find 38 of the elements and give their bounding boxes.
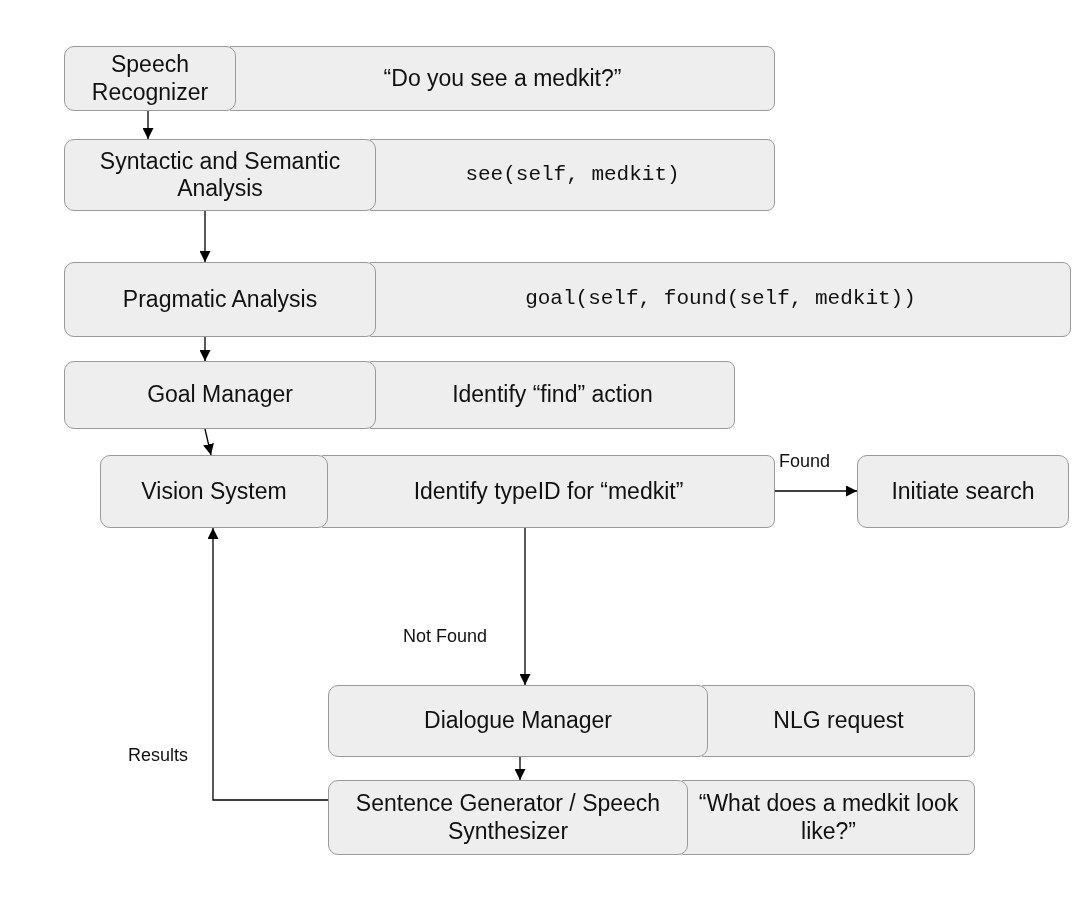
arrow: [199, 210, 211, 263]
arrow: [519, 527, 531, 686]
box-text: “Do you see a medkit?”: [383, 64, 622, 93]
box-text: NLG request: [773, 707, 904, 735]
output-box: [370, 361, 735, 429]
output-box: [370, 262, 1071, 337]
output-box: [682, 780, 975, 855]
module-box: [64, 361, 376, 429]
box-text: “What does a medkit look like?”: [697, 790, 960, 845]
module-box: [64, 139, 376, 211]
box-text: Pragmatic Analysis: [122, 285, 318, 314]
arrow: [514, 756, 526, 781]
output-box: [322, 455, 775, 528]
output-box: [702, 685, 975, 757]
box-text: Identify “find” action: [452, 381, 653, 409]
box-text: Goal Manager: [147, 381, 293, 409]
module-box: [64, 262, 376, 337]
module-box: [100, 455, 328, 528]
box-text: Syntactic and Semantic Analysis: [98, 147, 342, 203]
box-text: Initiate search: [891, 477, 1035, 506]
arrow: [142, 110, 154, 140]
output-box: [230, 46, 775, 111]
module-box: [857, 455, 1069, 528]
arrow: [203, 428, 214, 456]
code-text: goal(self, found(self, medkit)): [525, 287, 916, 312]
box-text: Sentence Generator / Speech Synthesizer: [354, 790, 662, 845]
box-text: Identify typeID for “medkit”: [413, 477, 684, 506]
box-text: Dialogue Manager: [424, 707, 612, 735]
code-text: see(self, medkit): [465, 162, 680, 188]
output-box: [370, 139, 775, 211]
module-box: [328, 780, 688, 855]
box-text: Vision System: [141, 477, 287, 506]
arrow: [207, 527, 329, 801]
box-text: Speech Recognizer: [90, 51, 210, 106]
module-box: [328, 685, 708, 757]
arrow: [774, 485, 858, 497]
arrow: [199, 336, 211, 362]
module-box: [64, 46, 236, 111]
